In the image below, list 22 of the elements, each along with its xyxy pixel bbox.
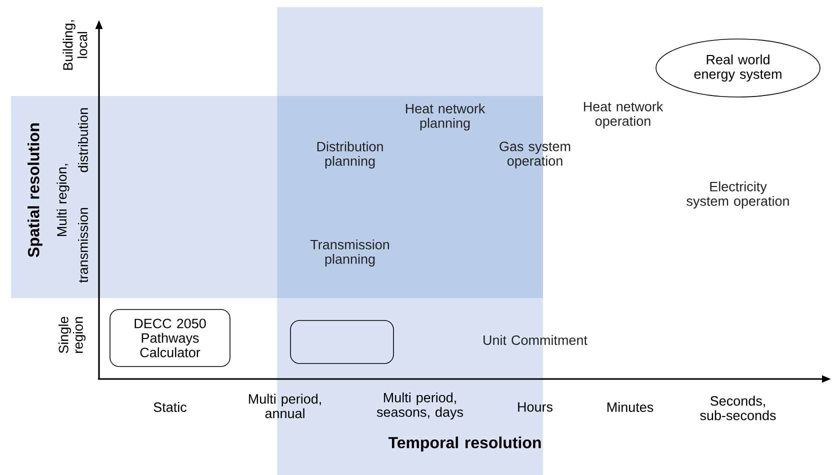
area-label: Electricity system operation <box>686 181 789 209</box>
area-label: Heat network operation <box>584 101 664 129</box>
tick-label: Hours <box>518 402 552 412</box>
tick-label: Static <box>154 402 187 412</box>
axis-label: Multi region, <box>56 164 70 236</box>
axis-label: distribution <box>78 108 88 172</box>
axis-title: Temporal resolution <box>388 436 541 452</box>
tick-label: Multi period, annual <box>248 394 321 418</box>
area-label: Unit Commitment <box>484 335 588 345</box>
area-label: Gas system operation <box>500 142 570 168</box>
area-label: Distribution planning <box>317 141 383 169</box>
tick-label: Multi period, seasons, days <box>376 392 464 420</box>
model-box: DECC 2050 Pathways Calculator <box>110 309 230 367</box>
tick-label: Minutes <box>607 402 654 412</box>
axis-label: transmission <box>78 208 88 283</box>
axis-label: Building, local <box>62 20 88 70</box>
axis-title: Spatial resolution <box>28 123 42 258</box>
area-label: Heat network planning <box>406 103 486 131</box>
area-label: Transmission planning <box>310 239 389 267</box>
tick-label: Seconds, sub-seconds <box>700 396 776 420</box>
axis-label: Single region <box>58 316 86 354</box>
model-box <box>290 320 394 364</box>
